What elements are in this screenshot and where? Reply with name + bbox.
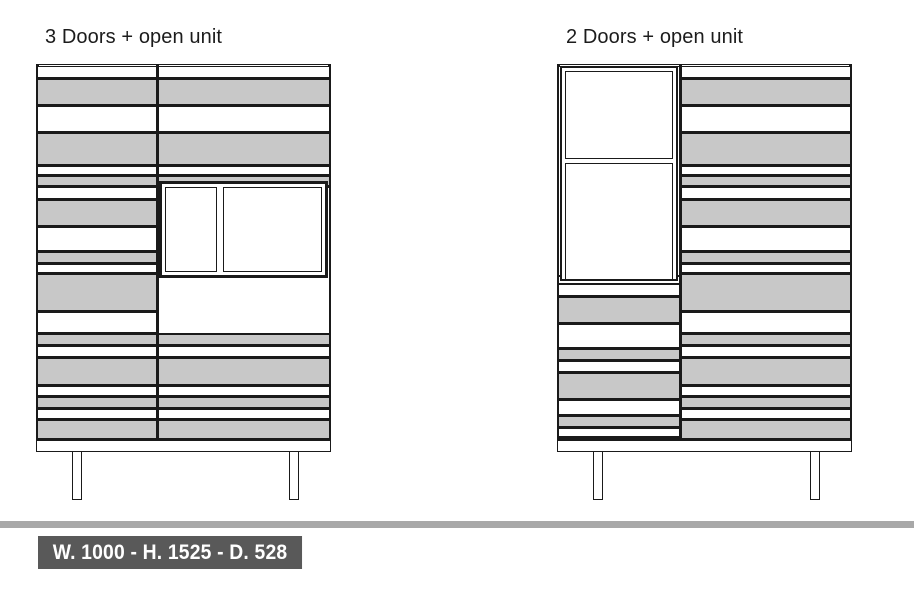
shelf-gap	[682, 264, 850, 273]
drawer-front	[559, 296, 679, 324]
cabinet-left-side-wall-right	[328, 64, 331, 440]
shelf-gap	[682, 346, 850, 357]
drawer-front	[38, 333, 156, 346]
drawer-front	[38, 357, 156, 386]
shelf-gap	[682, 312, 850, 333]
dimension-badge: W. 1000 - H. 1525 - D. 528	[38, 536, 303, 569]
cabinet-right-side-wall-left	[557, 64, 560, 440]
drawer-front	[38, 132, 156, 166]
shelf-gap	[38, 386, 156, 396]
cabinet-right-side-wall-right	[849, 64, 852, 440]
shelf-gap	[38, 166, 156, 175]
drawer-front	[559, 415, 679, 428]
cabinet-left	[36, 64, 331, 448]
shelf-gap	[682, 66, 850, 78]
door-top[interactable]	[565, 71, 673, 159]
shelf-gap	[38, 346, 156, 357]
shelf-gap	[559, 324, 679, 348]
drawer-front	[38, 199, 156, 227]
drawer-front	[682, 357, 850, 386]
drawer-front	[38, 396, 156, 409]
cabinet-right-vertical-divider	[679, 64, 682, 440]
shelf-gap	[159, 409, 329, 419]
drawer-front	[38, 273, 156, 312]
shelf-gap	[38, 66, 156, 78]
shelf-gap	[682, 409, 850, 419]
drawer-front	[159, 357, 329, 386]
cabinet-left-base-rail	[36, 438, 331, 452]
shelf-gap	[38, 106, 156, 132]
drawer-front	[682, 396, 850, 409]
shelf-gap	[159, 386, 329, 396]
cabinet-left-side-wall-left	[36, 64, 39, 440]
drawer-front	[682, 78, 850, 106]
shelf-gap	[559, 400, 679, 415]
cabinet-right-leg-2	[810, 452, 820, 500]
cabinet-right-leg-1	[593, 452, 603, 500]
drawer-front	[38, 175, 156, 187]
drawer-front	[38, 78, 156, 106]
shelf-gap	[38, 312, 156, 333]
cabinet-right-column-right	[682, 64, 850, 448]
drawer-front	[682, 273, 850, 312]
drawer-front	[38, 251, 156, 264]
drawer-front	[159, 396, 329, 409]
cabinet-left-column-left	[38, 64, 156, 448]
shelf-gap	[38, 227, 156, 251]
shelf-gap	[159, 106, 329, 132]
shelf-gap	[559, 428, 679, 437]
shelf-gap	[159, 66, 329, 78]
shelf-gap	[682, 106, 850, 132]
shelf-gap	[559, 284, 679, 296]
footer-divider	[0, 521, 914, 528]
shelf-gap	[559, 361, 679, 372]
shelf-gap	[38, 409, 156, 419]
cabinet-right-base-rail	[557, 438, 852, 452]
drawer-front	[159, 132, 329, 166]
shelf-gap	[38, 187, 156, 199]
drawer-front	[682, 251, 850, 264]
drawer-front	[682, 132, 850, 166]
cabinet-left-leg-2	[289, 452, 299, 500]
door-wide[interactable]	[222, 187, 322, 272]
shelf-gap	[159, 166, 329, 175]
shelf-gap	[682, 227, 850, 251]
shelf-gap	[38, 264, 156, 273]
door-bottom[interactable]	[565, 163, 673, 280]
shelf-gap	[682, 187, 850, 199]
drawer-front	[682, 333, 850, 346]
door-narrow[interactable]	[165, 187, 217, 272]
cabinet-left-leg-1	[72, 452, 82, 500]
unit-title-left: 3 Doors + open unit	[45, 26, 223, 48]
cabinet-right	[557, 64, 852, 448]
shelf-gap	[682, 166, 850, 175]
shelf-gap	[682, 386, 850, 396]
drawer-front	[682, 175, 850, 187]
cabinet-left-vertical-divider	[156, 64, 159, 440]
cabinet-left-open-unit-doors[interactable]	[159, 181, 328, 278]
drawer-front	[159, 78, 329, 106]
drawer-front	[159, 333, 329, 346]
drawer-front	[682, 199, 850, 227]
cabinet-right-open-unit-doors[interactable]	[560, 66, 678, 281]
drawer-front	[559, 348, 679, 361]
unit-title-right: 2 Doors + open unit	[566, 26, 744, 48]
drawer-front	[559, 372, 679, 400]
shelf-gap	[159, 346, 329, 357]
